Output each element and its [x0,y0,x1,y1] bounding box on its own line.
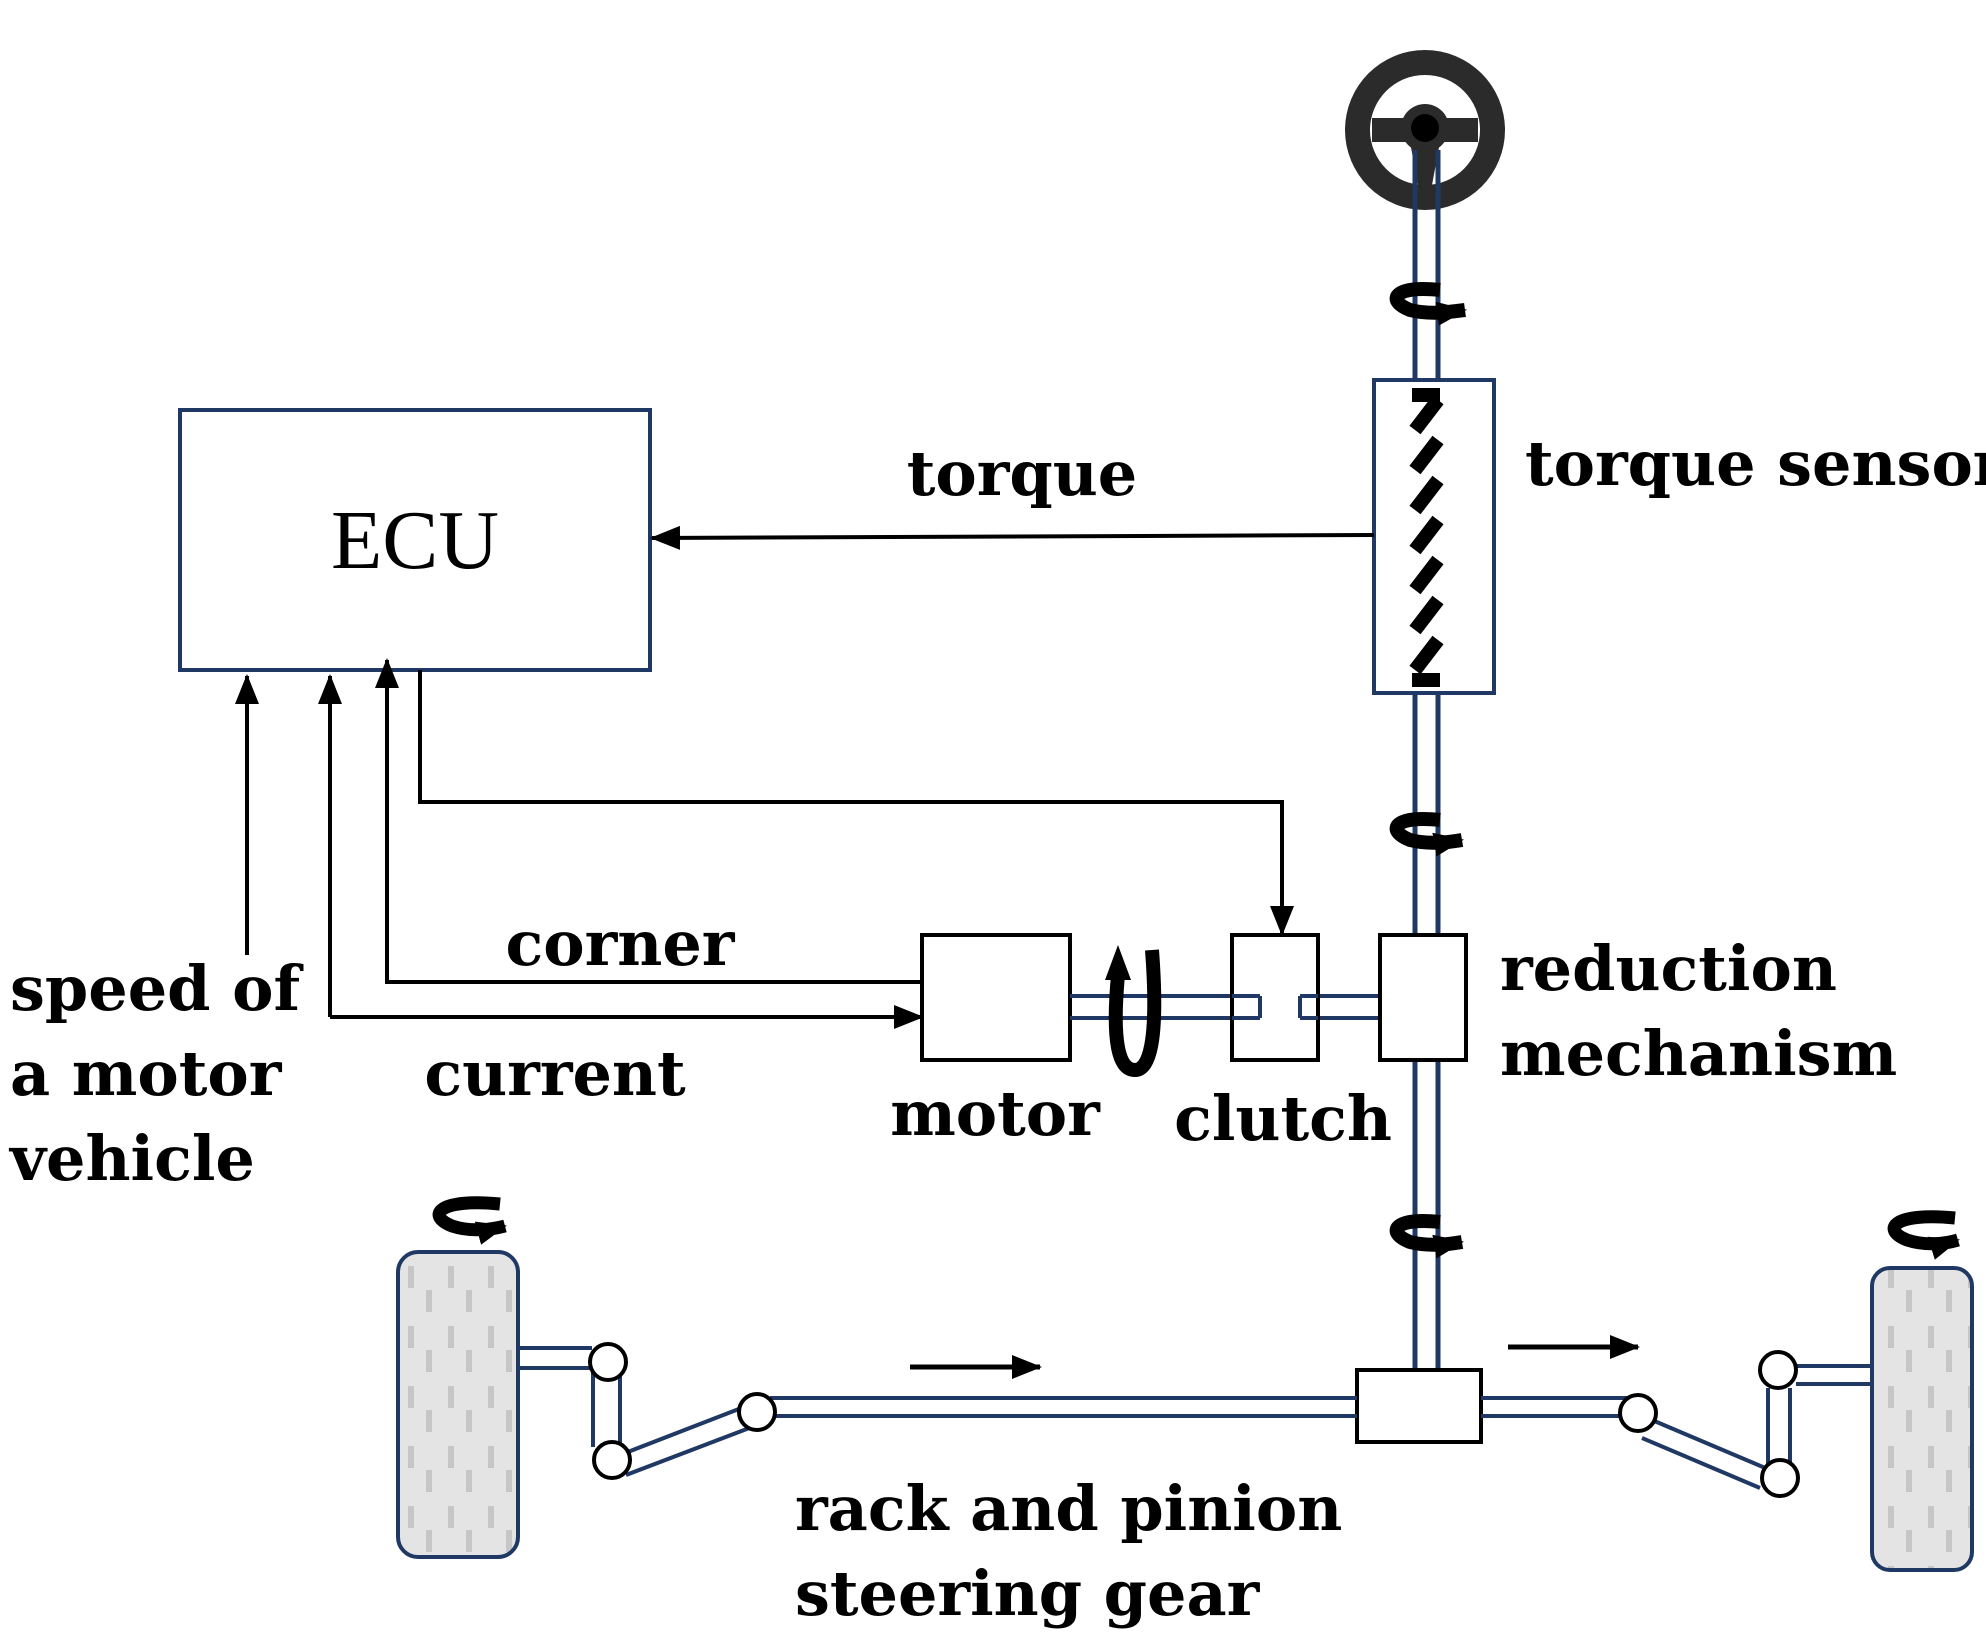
corner-signal-arrow [375,658,920,984]
rack-label-line1: rack and pinion [795,1472,1342,1545]
left-tie-rod-linkage [518,1346,753,1477]
right-wheel-icon [1870,1266,1974,1572]
right-tie-rod-linkage [1641,1364,1872,1490]
reduction-label-line1: reduction [1500,932,1837,1005]
left-wheel-rotation-icon [432,1196,507,1245]
torque-sensor-label: torque sensor [1525,427,1986,500]
column-rotation-icon-upper [1389,282,1467,326]
ecu-label: ECU [331,494,499,587]
left-wheel-icon [396,1250,520,1559]
column-rotation-icon-lower [1389,1214,1464,1259]
clutch-label: clutch [1174,1082,1392,1155]
current-label: current [424,1037,686,1110]
clutch-control-arrow [418,670,1294,936]
steering-column-shaft [1412,150,1441,1370]
right-joint-nodes [1618,1350,1800,1498]
speed-label-line1: speed of [10,952,303,1025]
left-joint-nodes [588,1342,777,1480]
motor-rotation-icon [1105,945,1162,1078]
corner-label: corner [506,907,736,980]
torque-label: torque [907,437,1138,510]
motor-label: motor [890,1077,1101,1150]
clutch-box [1230,933,1320,1062]
torsion-bar-icon [1409,388,1444,687]
reduction-label-line2: mechanism [1500,1017,1897,1090]
reduction-mechanism-box [1378,933,1468,1062]
ecu-box: ECU [178,408,652,672]
torque-sensor-box [1372,378,1496,695]
speed-label-line3: vehicle [8,1122,255,1195]
current-signal-arrow [318,674,924,1029]
rack-bar [770,1396,1635,1418]
speed-label-line2: a motor [10,1037,283,1110]
right-wheel-rotation-icon [1887,1210,1960,1260]
motor-box [920,933,1072,1062]
steering-wheel-icon [1345,50,1505,210]
column-rotation-icon-middle [1389,812,1464,857]
torque-signal-arrow [650,525,1375,550]
steering-gear-box [1355,1368,1483,1444]
rack-label-line2: steering gear [795,1557,1261,1630]
